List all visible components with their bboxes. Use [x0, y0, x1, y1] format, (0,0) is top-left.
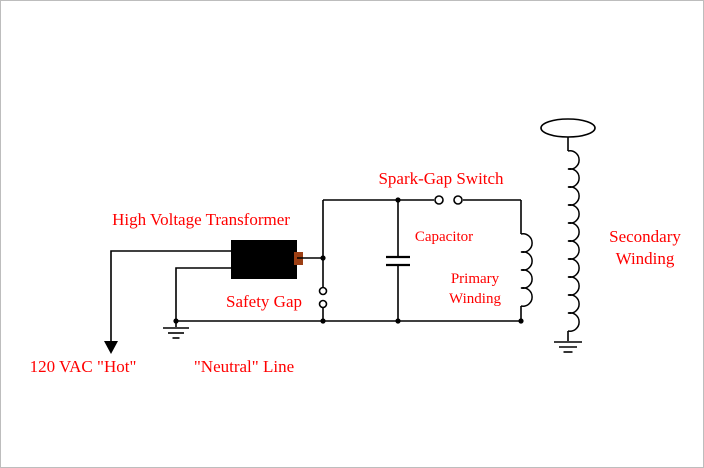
label-high-voltage-transformer: High Voltage Transformer [112, 210, 290, 229]
label-secondary-winding: Secondary Winding [609, 227, 681, 269]
label-spark-gap-switch: Spark-Gap Switch [378, 169, 504, 188]
label-safety-gap: Safety Gap [225, 292, 302, 311]
label-primary-winding: Primary Winding [449, 271, 501, 307]
transformer-body [231, 240, 297, 279]
ground-symbol-secondary [554, 341, 582, 353]
toroid-top-load [540, 118, 596, 138]
spark-gap-electrode-left [434, 195, 444, 205]
junction-dot [395, 197, 401, 203]
spark-gap-electrode-right [453, 195, 463, 205]
neutral-wire [175, 267, 231, 321]
junction-dot [320, 318, 326, 324]
junction-dot [518, 318, 524, 324]
safety-gap-electrode-bottom [318, 299, 328, 309]
label-neutral-line: "Neutral" Line [193, 357, 295, 376]
label-120-vac-hot: 120 VAC "Hot" [29, 357, 137, 376]
hot-lead-arrow [104, 341, 118, 354]
junction-dot [173, 318, 179, 324]
safety-gap-electrode-top [318, 286, 328, 296]
hot-lead-wire [110, 250, 231, 343]
primary-winding-coil [520, 233, 533, 307]
secondary-winding-coil [567, 150, 580, 332]
label-capacitor: Capacitor [414, 229, 474, 245]
junction-dot [320, 255, 326, 261]
junction-dot [395, 318, 401, 324]
junction-dots [173, 197, 524, 324]
